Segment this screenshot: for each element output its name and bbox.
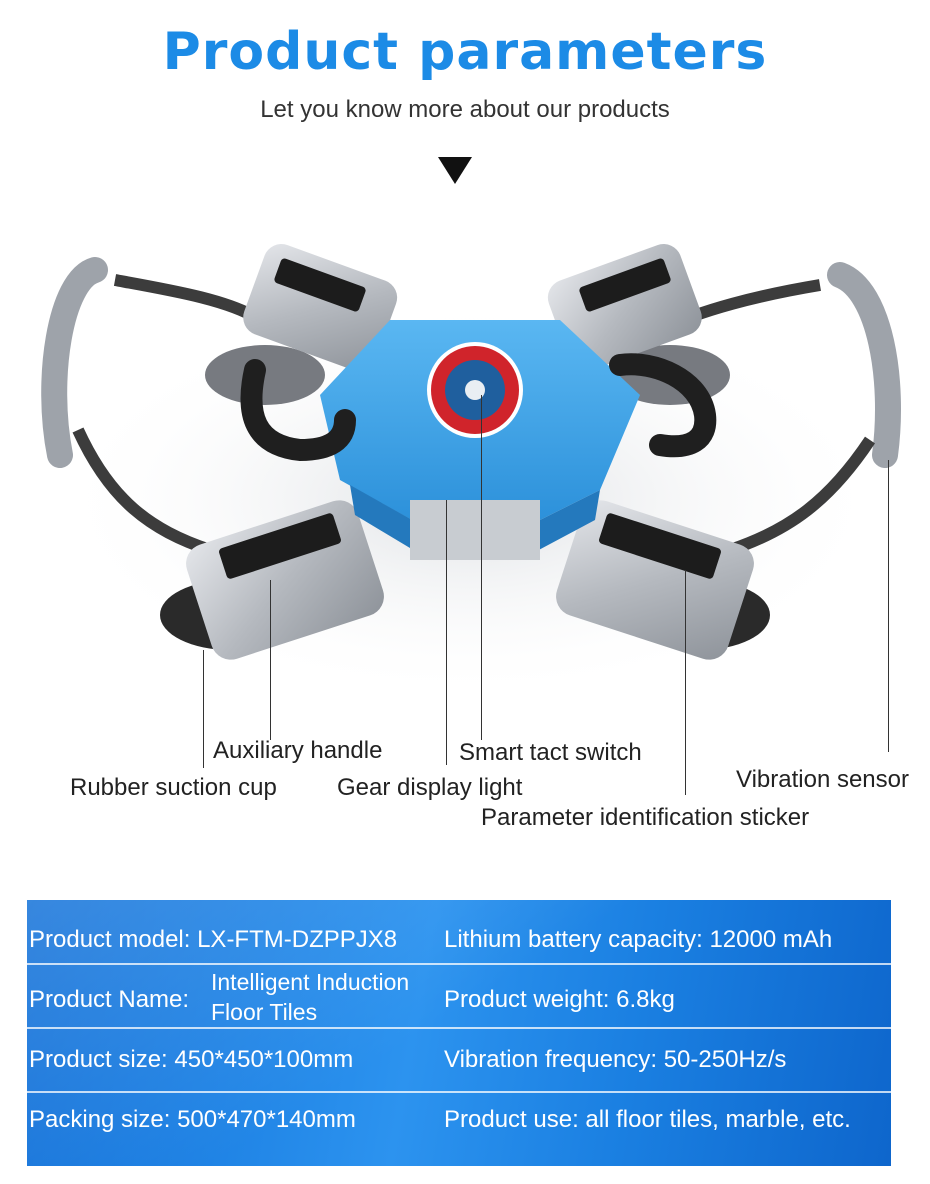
- callout-line-rubber-suction-cup: [203, 650, 204, 768]
- page-subtitle: Let you know more about our products: [260, 96, 670, 123]
- callout-line-vibration-sensor: [888, 460, 889, 752]
- label-auxiliary-handle: Auxiliary handle: [213, 737, 383, 764]
- label-smart-tact-switch: Smart tact switch: [459, 739, 642, 766]
- spec-product-use: Product use: all floor tiles, marble, et…: [444, 1106, 851, 1133]
- spec-product-name-label: Product Name:: [29, 986, 190, 1013]
- product-image: [41, 244, 901, 700]
- callout-line-smart-tact-switch: [481, 395, 482, 740]
- spec-vibration-frequency: Vibration frequency: 50-250Hz/s: [444, 1046, 787, 1073]
- spec-divider: [27, 963, 891, 965]
- page-title: Product parameters: [162, 22, 768, 82]
- label-vibration-sensor: Vibration sensor: [736, 766, 909, 793]
- spec-divider: [27, 1027, 891, 1029]
- auxiliary-handle-right: [609, 353, 717, 458]
- motor-housing-bottom-right: [556, 500, 754, 660]
- label-rubber-suction-cup: Rubber suction cup: [70, 774, 277, 801]
- label-parameter-sticker: Parameter identification sticker: [481, 804, 810, 831]
- callout-line-gear-display-light: [446, 500, 447, 765]
- spec-product-size: Product size: 450*450*100mm: [29, 1046, 354, 1073]
- arrow-down-icon: [438, 157, 472, 184]
- spec-packing-size: Packing size: 500*470*140mm: [29, 1106, 356, 1133]
- spec-product-name-value-line2: Floor Tiles: [211, 999, 318, 1025]
- callout-line-parameter-sticker: [685, 570, 686, 795]
- motor-housing-top-left: [243, 244, 398, 372]
- spec-product-model: Product model: LX-FTM-DZPPJX8: [29, 926, 398, 953]
- spec-product-name-value-line1: Intelligent Induction: [211, 969, 410, 995]
- spec-divider: [27, 1091, 891, 1093]
- spec-product-weight: Product weight: 6.8kg: [444, 986, 675, 1013]
- spec-table: Product model: LX-FTM-DZPPJX8 Lithium ba…: [27, 900, 891, 1166]
- motor-housing-bottom-left: [186, 500, 384, 660]
- auxiliary-handle-left: [240, 359, 356, 462]
- smart-tact-switch-badge: [427, 342, 523, 438]
- label-gear-display-light: Gear display light: [337, 774, 523, 801]
- spec-battery-capacity: Lithium battery capacity: 12000 mAh: [444, 926, 833, 953]
- motor-housing-top-right: [547, 244, 702, 372]
- callout-line-auxiliary-handle: [270, 580, 271, 740]
